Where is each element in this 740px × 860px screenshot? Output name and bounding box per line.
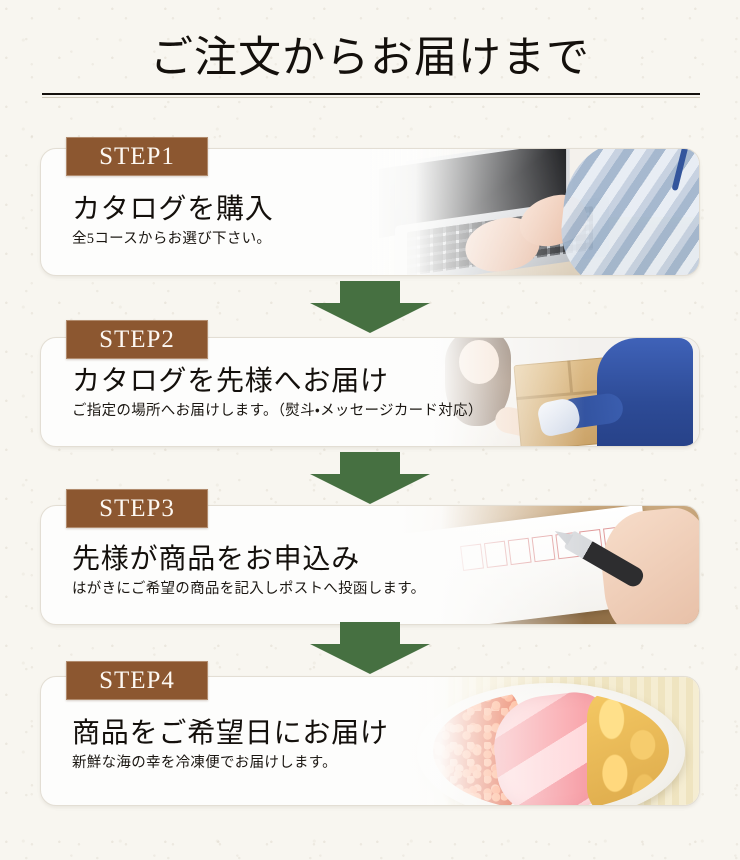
step-title-1: カタログを購入 [72, 194, 274, 225]
step-badge-3: STEP3 [66, 489, 208, 528]
laptop-base [395, 195, 609, 275]
title-underline-rule [42, 93, 700, 98]
postal-code-box [460, 543, 484, 571]
pen-icon [563, 530, 647, 590]
postal-code-box [555, 531, 580, 560]
recipient-arm [492, 404, 552, 442]
step-card-1 [40, 148, 700, 276]
striped-sleeve [555, 149, 699, 275]
desk-surface [369, 217, 699, 275]
seafood-toppings [433, 691, 669, 805]
courier-glove [535, 396, 583, 438]
page-title: ご注文からお届けまで [150, 35, 590, 82]
postal-code-box [483, 540, 508, 569]
donburi-scene [399, 677, 699, 805]
step-subtitle-4: 新鮮な海の幸を冷凍便でお届けします。 [72, 755, 337, 772]
writing-hand [596, 506, 699, 624]
postcard [399, 506, 655, 624]
down-arrow-icon [310, 281, 430, 333]
laptop-keyboard [407, 205, 593, 275]
hand-right [512, 186, 594, 256]
postal-code-boxes [460, 526, 627, 571]
cardboard-box-icon [513, 355, 639, 446]
step-title-3: 先様が商品をお申込み [72, 544, 361, 575]
flow-arrow-1 [310, 281, 430, 333]
step-text-3: 先様が商品をお申込み はがきにご希望の商品を記入しポストへ投函します。 [72, 543, 425, 599]
step-text-4: 商品をご希望日にお届け 新鮮な海の幸を冷凍便でお届けします。 [72, 717, 389, 773]
postcard-writing-photo [399, 506, 699, 624]
courier-arm [557, 391, 625, 431]
salmon-roe-topping [433, 691, 519, 805]
seafood-rice-bowl-photo [399, 677, 699, 805]
postal-code-box [507, 537, 532, 566]
laptop-typing-photo [369, 149, 699, 275]
sea-urchin-topping [587, 693, 669, 805]
step-title-4: 商品をご希望日にお届け [72, 718, 389, 749]
step-badge-1: STEP1 [66, 137, 208, 176]
step-card-4 [40, 676, 700, 806]
page-title-container: ご注文からお届けまで [0, 34, 740, 83]
postal-code-box [531, 534, 556, 563]
down-arrow-icon [310, 452, 430, 504]
step-text-2: カタログを先様へお届け ご指定の場所へお届けします。（熨斗・メッセージカード対応… [72, 365, 483, 421]
hand-left [459, 210, 545, 275]
postcard-scene [399, 506, 699, 624]
flow-arrow-3 [310, 622, 430, 674]
laptop-scene [369, 149, 699, 275]
bamboo-mat [399, 677, 699, 805]
down-arrow-icon [310, 622, 430, 674]
postal-code-box [579, 528, 604, 557]
step-card-3 [40, 505, 700, 625]
step-badge-2: STEP2 [66, 320, 208, 359]
step-badge-4: STEP4 [66, 661, 208, 700]
step-subtitle-1: 全5コースからお選び下さい。 [72, 231, 272, 248]
postal-code-box [603, 526, 627, 554]
flow-arrow-2 [310, 452, 430, 504]
courier-body [597, 338, 693, 446]
step-title-2: カタログを先様へお届け [72, 366, 389, 397]
step-text-1: カタログを購入 全5コースからお選び下さい。 [72, 193, 274, 249]
step-subtitle-2: ご指定の場所へお届けします。（熨斗・メッセージカード対応） [72, 403, 483, 420]
step-subtitle-3: はがきにご希望の商品を記入しポストへ投函します。 [72, 581, 426, 598]
laptop-screen-icon [374, 149, 570, 244]
wooden-desk [399, 506, 699, 624]
tuna-sashimi-topping [488, 691, 622, 805]
delivery-handoff-photo [399, 338, 699, 446]
blue-pen-icon [671, 149, 689, 192]
white-bowl [417, 683, 685, 805]
